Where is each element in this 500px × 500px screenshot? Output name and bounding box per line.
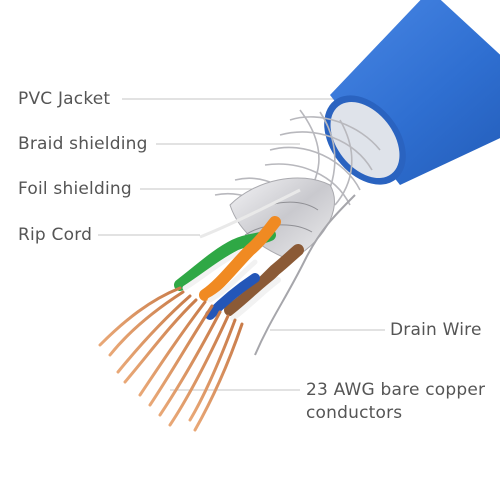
label-pvc-jacket: PVC Jacket (18, 89, 111, 109)
pair-green-white (182, 249, 243, 291)
copper-conductors (98, 286, 244, 432)
pair-orange-white (207, 259, 258, 303)
pair-orange (199, 216, 281, 301)
drain-wire (254, 194, 356, 356)
label-rip-cord: Rip Cord (18, 225, 93, 245)
rip-cord (199, 188, 301, 239)
label-conductors-line2: conductors (306, 403, 403, 423)
pair-brown (224, 244, 304, 316)
pair-blue (205, 273, 260, 320)
twisted-pairs (174, 216, 304, 321)
label-conductors-line1: 23 AWG bare copper (306, 380, 486, 400)
label-drain-wire: Drain Wire (390, 320, 482, 340)
pair-brown-white (230, 277, 281, 321)
pvc-jacket (324, 0, 500, 185)
label-foil-shielding: Foil shielding (18, 179, 132, 199)
label-braid-shielding: Braid shielding (18, 134, 148, 154)
